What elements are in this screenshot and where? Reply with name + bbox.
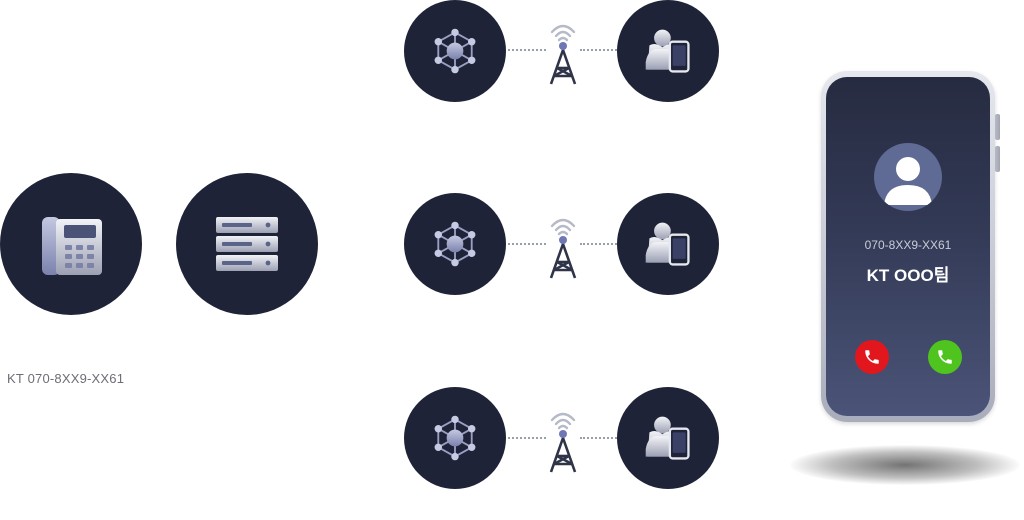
dotted-connector — [580, 437, 620, 439]
source-number-label: KT 070-8XX9-XX61 — [7, 371, 125, 386]
dotted-connector — [508, 49, 546, 51]
phone-shadow — [790, 445, 1020, 485]
user-mobile-icon — [642, 218, 694, 270]
server-node — [176, 173, 318, 315]
cell-tower-icon — [543, 18, 583, 88]
user-mobile-icon — [642, 25, 694, 77]
user-mobile-icon — [642, 412, 694, 464]
caller-name: KT OOO팀 — [866, 266, 950, 285]
caller-number: 070-8XX9-XX61 — [864, 238, 952, 252]
dotted-connector — [508, 243, 546, 245]
desk-phone-node — [0, 173, 142, 315]
network-hub-node-1 — [404, 0, 506, 102]
desk-phone-icon — [42, 217, 102, 275]
cell-tower-icon — [543, 212, 583, 282]
decline-call-icon — [865, 350, 879, 364]
user-mobile-node-3 — [617, 387, 719, 489]
dotted-connector — [508, 437, 546, 439]
cell-tower-icon — [543, 406, 583, 476]
server-icon — [216, 217, 278, 271]
network-hub-icon — [429, 412, 481, 464]
network-hub-node-3 — [404, 387, 506, 489]
caller-avatar-icon — [874, 143, 942, 211]
network-hub-icon — [429, 25, 481, 77]
incoming-call-screen: 070-8XX9-XX61 KT OOO팀 — [826, 77, 990, 416]
network-hub-icon — [429, 218, 481, 270]
user-mobile-node-2 — [617, 193, 719, 295]
phone-volume-up-button — [995, 114, 1000, 140]
user-mobile-node-1 — [617, 0, 719, 102]
dotted-connector — [580, 49, 620, 51]
network-hub-node-2 — [404, 193, 506, 295]
phone-volume-down-button — [995, 146, 1000, 172]
accept-call-icon — [938, 350, 952, 364]
dotted-connector — [580, 243, 620, 245]
decline-call-button[interactable] — [855, 340, 889, 374]
accept-call-button[interactable] — [928, 340, 962, 374]
